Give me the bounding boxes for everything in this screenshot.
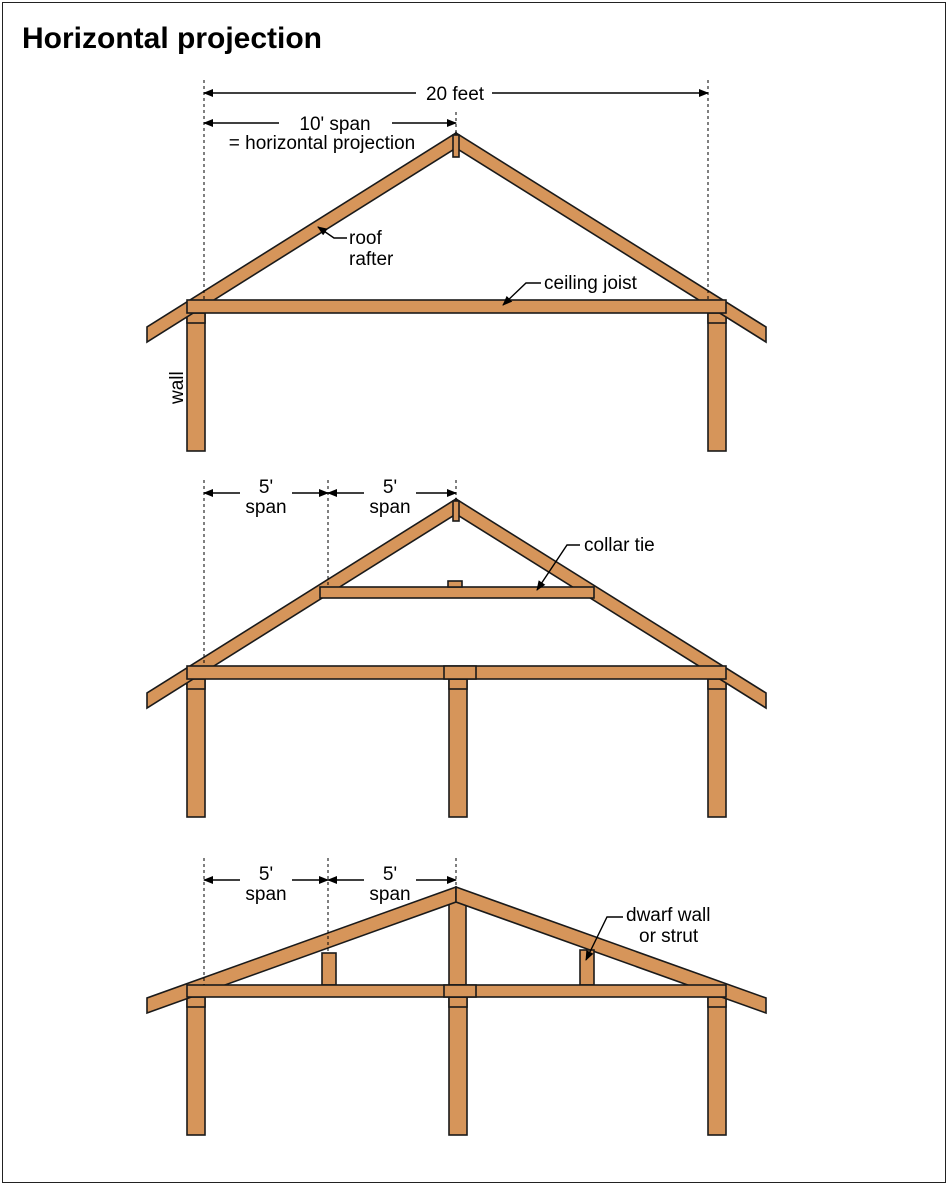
span1-label: span <box>245 497 286 518</box>
figure-title: Horizontal projection <box>22 22 322 55</box>
span1-value: 5' <box>259 864 273 885</box>
collar-tie-block <box>447 580 463 588</box>
right-wall <box>707 996 727 1136</box>
span2-value: 5' <box>383 864 397 885</box>
dwarf-wall-leader <box>585 916 623 961</box>
collar-tie-label: collar tie <box>584 535 655 556</box>
left-wall <box>186 996 206 1136</box>
left-wall <box>186 678 206 818</box>
left-wall <box>186 312 206 452</box>
center-wall <box>448 996 468 1136</box>
wall-label: wall <box>167 371 188 405</box>
dwarf-wall-label-1: dwarf wall <box>626 905 710 926</box>
rafter-leader <box>317 226 347 239</box>
span2-value: 5' <box>383 477 397 498</box>
ridge-board <box>452 134 460 158</box>
center-top-plate <box>448 996 468 1008</box>
ceiling-joist <box>186 299 727 314</box>
diagram-ceiling-joist: 20 feet 10' span = horizontal projection… <box>146 80 767 452</box>
dim-20ft-label: 20 feet <box>426 84 485 105</box>
joist-splice <box>443 984 477 998</box>
collar-tie-leader <box>536 544 580 591</box>
center-wall <box>448 678 468 818</box>
horizontal-projection-label: = horizontal projection <box>229 133 415 154</box>
center-top-plate <box>448 678 468 690</box>
span1-value: 5' <box>259 477 273 498</box>
right-wall <box>707 312 727 452</box>
collar-tie <box>319 586 595 599</box>
dwarf-wall-label-2: or strut <box>639 926 699 947</box>
span2-label: span <box>369 497 410 518</box>
roof-rafter-label-1: roof <box>349 228 382 249</box>
diagram-dwarf-wall: 5' span 5' span dwarf wall or strut <box>146 858 767 1136</box>
span1-label: span <box>245 884 286 905</box>
right-roof-rafter <box>455 885 767 1015</box>
left-dwarf-wall <box>321 952 337 986</box>
right-wall <box>707 678 727 818</box>
right-dwarf-wall <box>579 949 595 986</box>
joist-splice <box>443 665 477 680</box>
span2-label: span <box>369 884 410 905</box>
center-post <box>448 899 467 986</box>
diagram-collar-tie: 5' span 5' span collar tie <box>146 477 767 818</box>
roof-rafter-label-2: rafter <box>349 249 394 270</box>
ridge-board <box>452 500 460 522</box>
ceiling-joist-label: ceiling joist <box>544 273 638 294</box>
joist-leader <box>502 282 541 306</box>
dim-10ft-label: 10' span <box>299 114 370 135</box>
